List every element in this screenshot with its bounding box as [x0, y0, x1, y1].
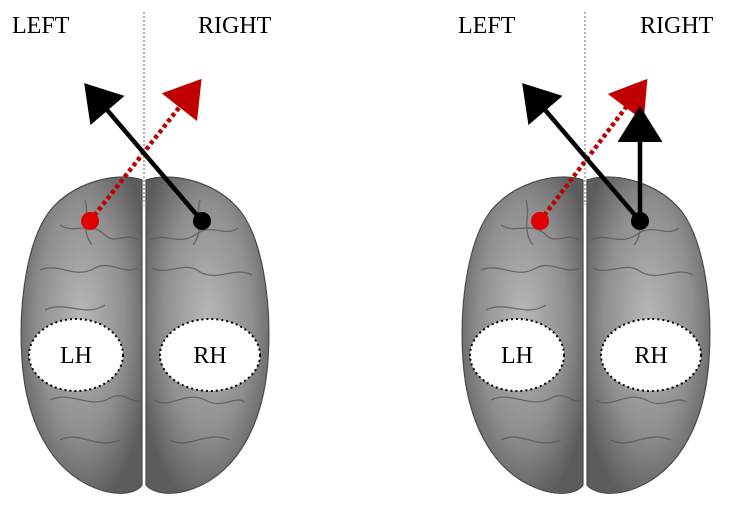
left-origin-dot [81, 212, 99, 230]
right-origin-dot [631, 212, 649, 230]
right-origin-dot [193, 212, 211, 230]
right-hemisphere-region: RH [601, 319, 701, 391]
left-label: LEFT [458, 13, 516, 39]
panel-2: LEFT RIGHT LH [458, 12, 714, 493]
left-hemisphere-label: LH [501, 343, 533, 369]
left-label: LEFT [12, 13, 70, 39]
right-hemisphere-label: RH [634, 343, 667, 369]
left-hemisphere-region: LH [29, 319, 123, 391]
right-hemisphere-region: RH [160, 319, 260, 391]
right-hemisphere-label: RH [193, 343, 226, 369]
left-origin-dot [531, 212, 549, 230]
left-hemisphere-region: LH [470, 319, 564, 391]
right-label: RIGHT [198, 13, 272, 39]
right-label: RIGHT [640, 13, 714, 39]
left-hemisphere-label: LH [60, 343, 92, 369]
panel-1: LEFT RIGHT LH [12, 12, 272, 493]
